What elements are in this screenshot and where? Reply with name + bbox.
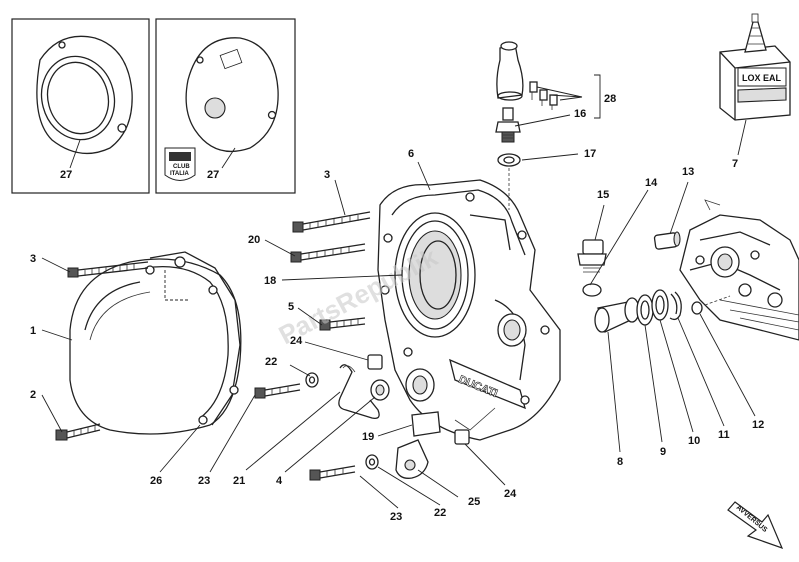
screw-3-left <box>67 261 149 278</box>
circlip-11 <box>669 291 682 321</box>
spring-clip-21 <box>338 364 380 419</box>
inset-box-right: CLUB ITALIA <box>155 18 296 194</box>
label-28: 28 <box>604 93 616 105</box>
club-italia-badge: CLUB ITALIA <box>164 147 196 181</box>
plate-19 <box>411 411 441 437</box>
club-text-1: CLUB <box>173 164 190 170</box>
direction-arrow: AVVERSUS <box>727 501 784 550</box>
part-labels: 1 2 3 3 4 5 6 7 8 9 10 11 12 13 14 15 16… <box>30 93 764 523</box>
bushing-8 <box>594 297 640 333</box>
plug-15 <box>577 239 607 273</box>
label-27-left: 27 <box>60 169 72 181</box>
spacer-24-lower <box>454 429 470 445</box>
engine-case-right <box>679 199 799 341</box>
o-ring-14 <box>582 283 602 297</box>
screw-23-lower <box>309 465 356 481</box>
label-22-upper: 22 <box>265 356 277 368</box>
label-8: 8 <box>617 456 623 468</box>
loctite-bottle-7: LOX EAL <box>719 13 791 121</box>
label-12: 12 <box>752 419 764 431</box>
label-6: 6 <box>408 148 414 160</box>
label-19: 19 <box>362 431 374 443</box>
label-17: 17 <box>584 148 596 160</box>
label-25: 25 <box>468 496 480 508</box>
label-9: 9 <box>660 446 666 458</box>
label-23-lower: 23 <box>390 511 402 523</box>
label-4: 4 <box>276 475 283 487</box>
spacer-24-upper <box>367 354 383 370</box>
washer-22-lower <box>365 454 379 470</box>
screw-3-housing <box>292 211 371 233</box>
club-italia-cover <box>185 37 279 152</box>
rubber-boot-28 <box>496 41 524 101</box>
inset-box-left <box>11 18 150 194</box>
o-ring-12 <box>691 301 703 315</box>
screw-20 <box>290 243 366 263</box>
label-21: 21 <box>233 475 245 487</box>
sight-glass <box>370 379 390 401</box>
label-14: 14 <box>645 177 658 189</box>
label-15: 15 <box>597 189 609 201</box>
screw-2 <box>55 423 101 441</box>
screw-23-upper <box>254 383 301 399</box>
club-text-2: ITALIA <box>170 171 190 177</box>
label-22-lower: 22 <box>434 507 446 519</box>
ring-10 <box>651 289 669 321</box>
label-7: 7 <box>732 158 738 170</box>
label-27-right: 27 <box>207 169 219 181</box>
washer-17 <box>497 153 521 167</box>
ring-9 <box>636 294 654 326</box>
clutch-housing: DUCATI <box>377 179 561 441</box>
bracket-25 <box>395 439 429 479</box>
terminals-28 <box>529 81 558 110</box>
label-26: 26 <box>150 475 162 487</box>
leader-lines <box>41 86 756 509</box>
clear-clutch-cover <box>36 35 133 154</box>
label-3-top: 3 <box>324 169 330 181</box>
label-16: 16 <box>574 108 586 120</box>
label-13: 13 <box>682 166 694 178</box>
label-23-upper: 23 <box>198 475 210 487</box>
label-10: 10 <box>688 435 700 447</box>
label-18: 18 <box>264 275 276 287</box>
oil-pressure-switch-16 <box>495 107 521 143</box>
label-2: 2 <box>30 389 36 401</box>
label-5: 5 <box>288 301 294 313</box>
label-11: 11 <box>718 429 730 441</box>
label-3-left: 3 <box>30 253 36 265</box>
clutch-cover-assembly <box>69 251 242 435</box>
bushing-13 <box>653 231 681 250</box>
label-24-upper: 24 <box>290 335 303 347</box>
label-20: 20 <box>248 234 260 246</box>
washer-22-upper <box>305 372 319 388</box>
label-1: 1 <box>30 325 36 337</box>
screw-5 <box>319 317 366 331</box>
label-24-lower: 24 <box>504 488 517 500</box>
direction-text: AVVERSUS <box>735 504 769 534</box>
loctite-label: LOX EAL <box>742 73 782 83</box>
